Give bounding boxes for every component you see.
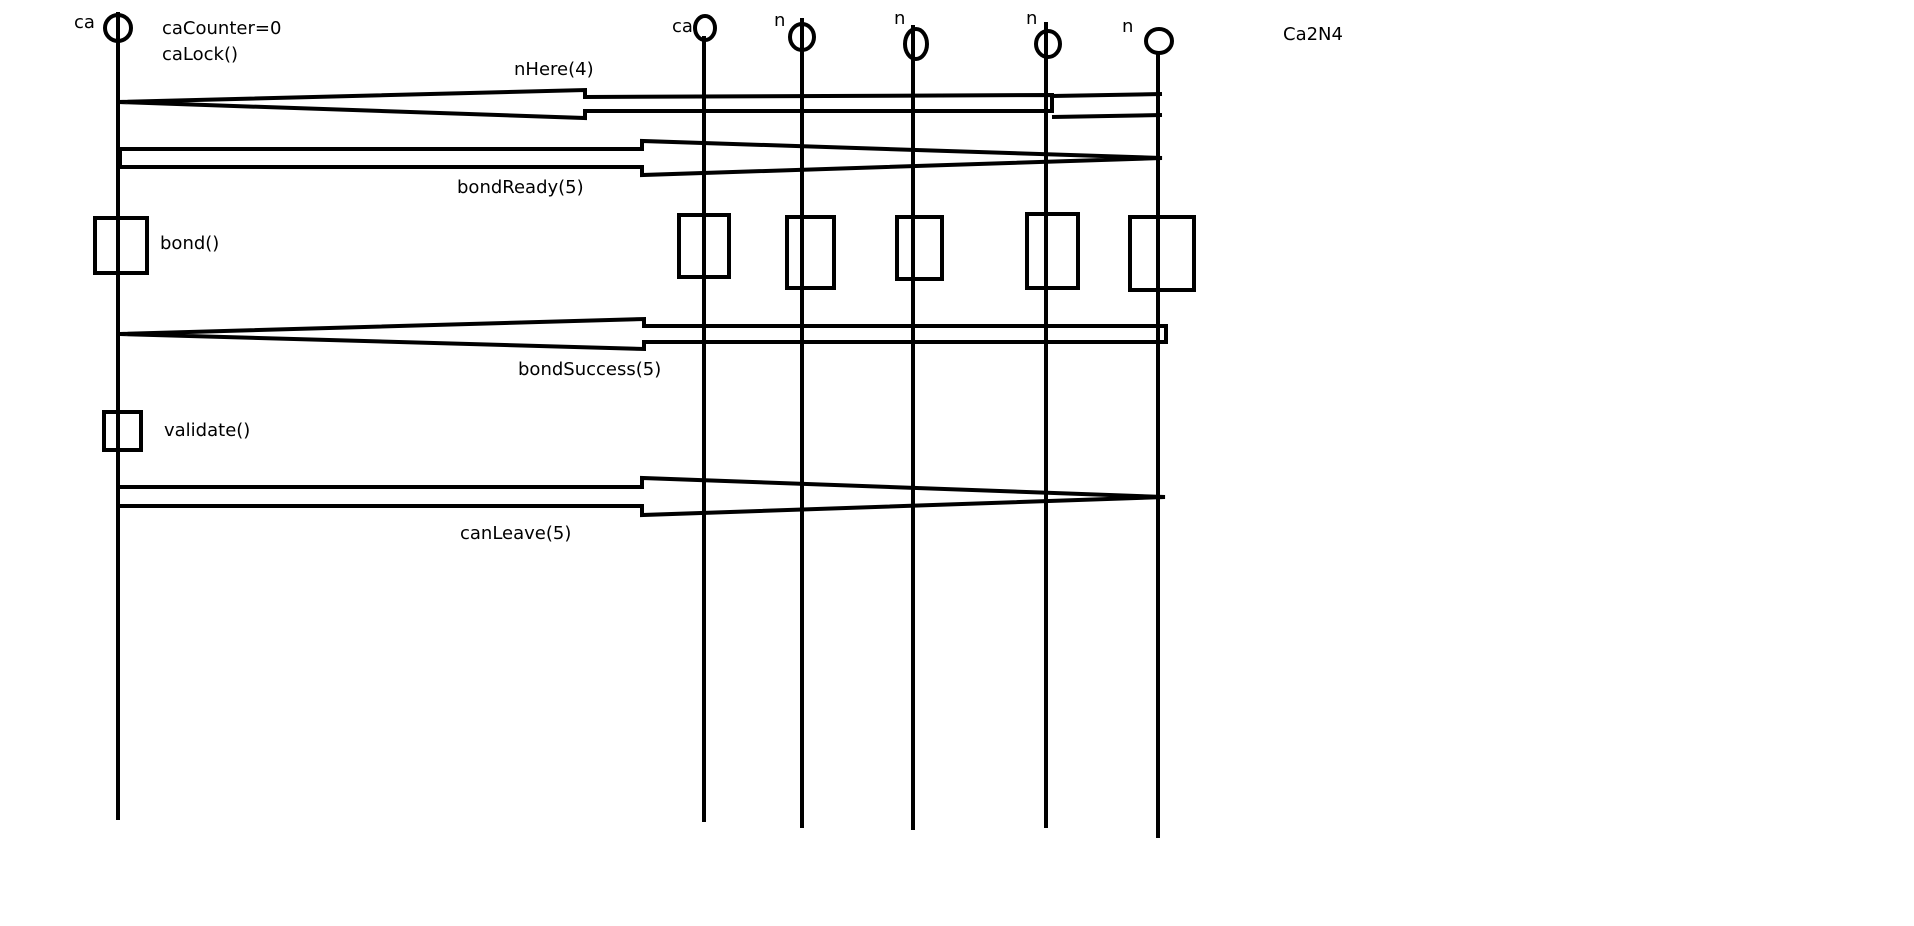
participant-label-ca-1: ca	[74, 12, 95, 33]
message-nhere-tail-lower	[1051, 113, 1163, 119]
participant-labels: ca ca n n n n	[74, 8, 1133, 37]
bond-box-n-4	[1128, 215, 1196, 292]
participant-label-n-1: n	[774, 10, 785, 31]
message-bondready-arrow	[118, 138, 1163, 178]
actor-head-n-4	[1144, 27, 1174, 55]
message-label-bondsuccess: bondSuccess(5)	[518, 359, 661, 380]
bond-box-ca-1	[93, 216, 149, 275]
message-nhere: nHere(4)	[117, 59, 1163, 121]
actor-head-n-2	[903, 27, 929, 61]
bond-box-n-3	[1025, 212, 1080, 290]
message-label-nhere: nHere(4)	[514, 59, 594, 80]
message-bondsuccess: bondSuccess(5)	[119, 316, 1168, 380]
message-bondready: bondReady(5)	[118, 138, 1163, 198]
validate-activation: validate()	[102, 410, 250, 452]
action-label-bond: bond()	[160, 233, 219, 254]
participant-label-n-2: n	[894, 8, 905, 29]
message-label-canleave: canLeave(5)	[460, 523, 571, 544]
message-canleave-arrow	[116, 475, 1166, 518]
actor-head-ca-2	[693, 14, 717, 42]
participant-label-ca-2: ca	[672, 16, 693, 37]
actor-heads	[103, 12, 1174, 61]
diagram-title: Ca2N4	[1283, 24, 1343, 45]
bond-box-n-1	[785, 215, 836, 290]
message-canleave: canLeave(5)	[116, 475, 1166, 544]
note-ca-counter: caCounter=0	[162, 18, 281, 39]
validate-box	[102, 410, 143, 452]
message-label-bondready: bondReady(5)	[457, 177, 584, 198]
message-nhere-arrow	[117, 87, 1054, 121]
message-bondsuccess-arrow	[119, 316, 1168, 352]
lifelines	[116, 36, 1160, 838]
bond-activations: bond()	[93, 212, 1196, 292]
bond-box-ca-2	[677, 213, 731, 279]
bond-box-n-2	[895, 215, 944, 281]
note-ca-lock: caLock()	[162, 44, 238, 65]
message-nhere-tail-upper	[1051, 92, 1163, 98]
action-label-validate: validate()	[164, 420, 250, 441]
participant-label-n-3: n	[1026, 8, 1037, 29]
participant-label-n-4: n	[1122, 16, 1133, 37]
